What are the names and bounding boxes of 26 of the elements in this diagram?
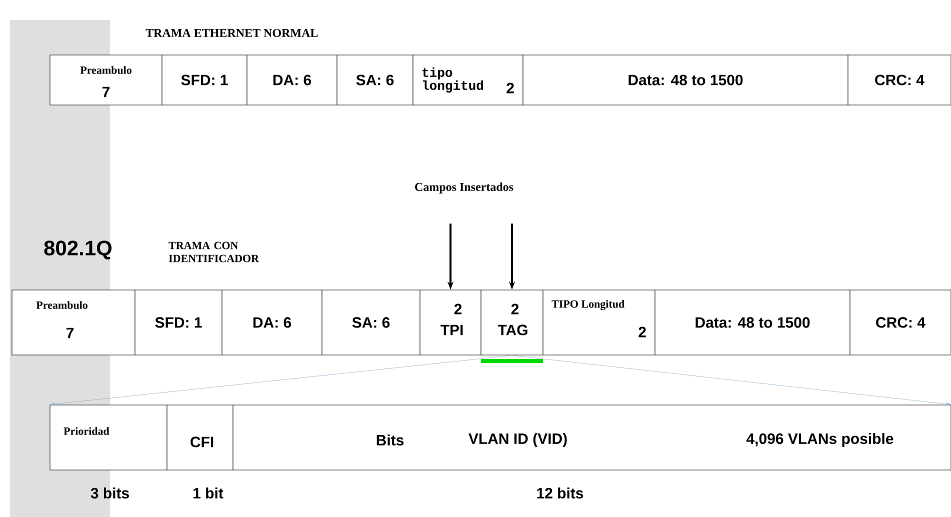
arrow xyxy=(512,355,951,406)
size-label: 3 bits xyxy=(90,487,129,499)
field-box: Prioridad xyxy=(50,404,168,470)
standard-label: 802.1Q xyxy=(44,240,112,260)
field-box: TIPO Longitud 2 xyxy=(542,290,656,356)
field-box: 2 TAG xyxy=(480,290,544,356)
field-box: 2 TPI xyxy=(420,290,482,356)
field-box: DA: 6 xyxy=(246,54,338,106)
field-box: SFD: 1 xyxy=(134,290,222,356)
frame-title: TRAMA CON IDENTIFICADOR xyxy=(168,242,260,262)
field-box: SA: 6 xyxy=(322,290,420,356)
size-label: 1 bit xyxy=(194,487,224,498)
frame-title: TRAMA ETHERNET NORMAL xyxy=(146,28,318,38)
field-box: Preambulo 7 xyxy=(12,290,136,356)
field-box: Preambulo 7 xyxy=(50,54,162,106)
field-box: SA: 6 xyxy=(336,54,414,106)
field-box: CRC: 4 xyxy=(848,54,951,106)
size-label: 12 bits xyxy=(537,487,584,498)
field-box: CFI xyxy=(166,404,234,470)
field-box: tipo longitud 2 xyxy=(412,54,524,106)
field-box: SFD: 1 xyxy=(162,54,248,106)
field-box: CRC: 4 xyxy=(850,290,951,356)
field-box: Data: 48 to 1500 xyxy=(654,290,850,356)
field-box: DA: 6 xyxy=(222,290,322,356)
arrow xyxy=(50,355,512,406)
heading-text: Campos Insertados xyxy=(415,182,514,194)
